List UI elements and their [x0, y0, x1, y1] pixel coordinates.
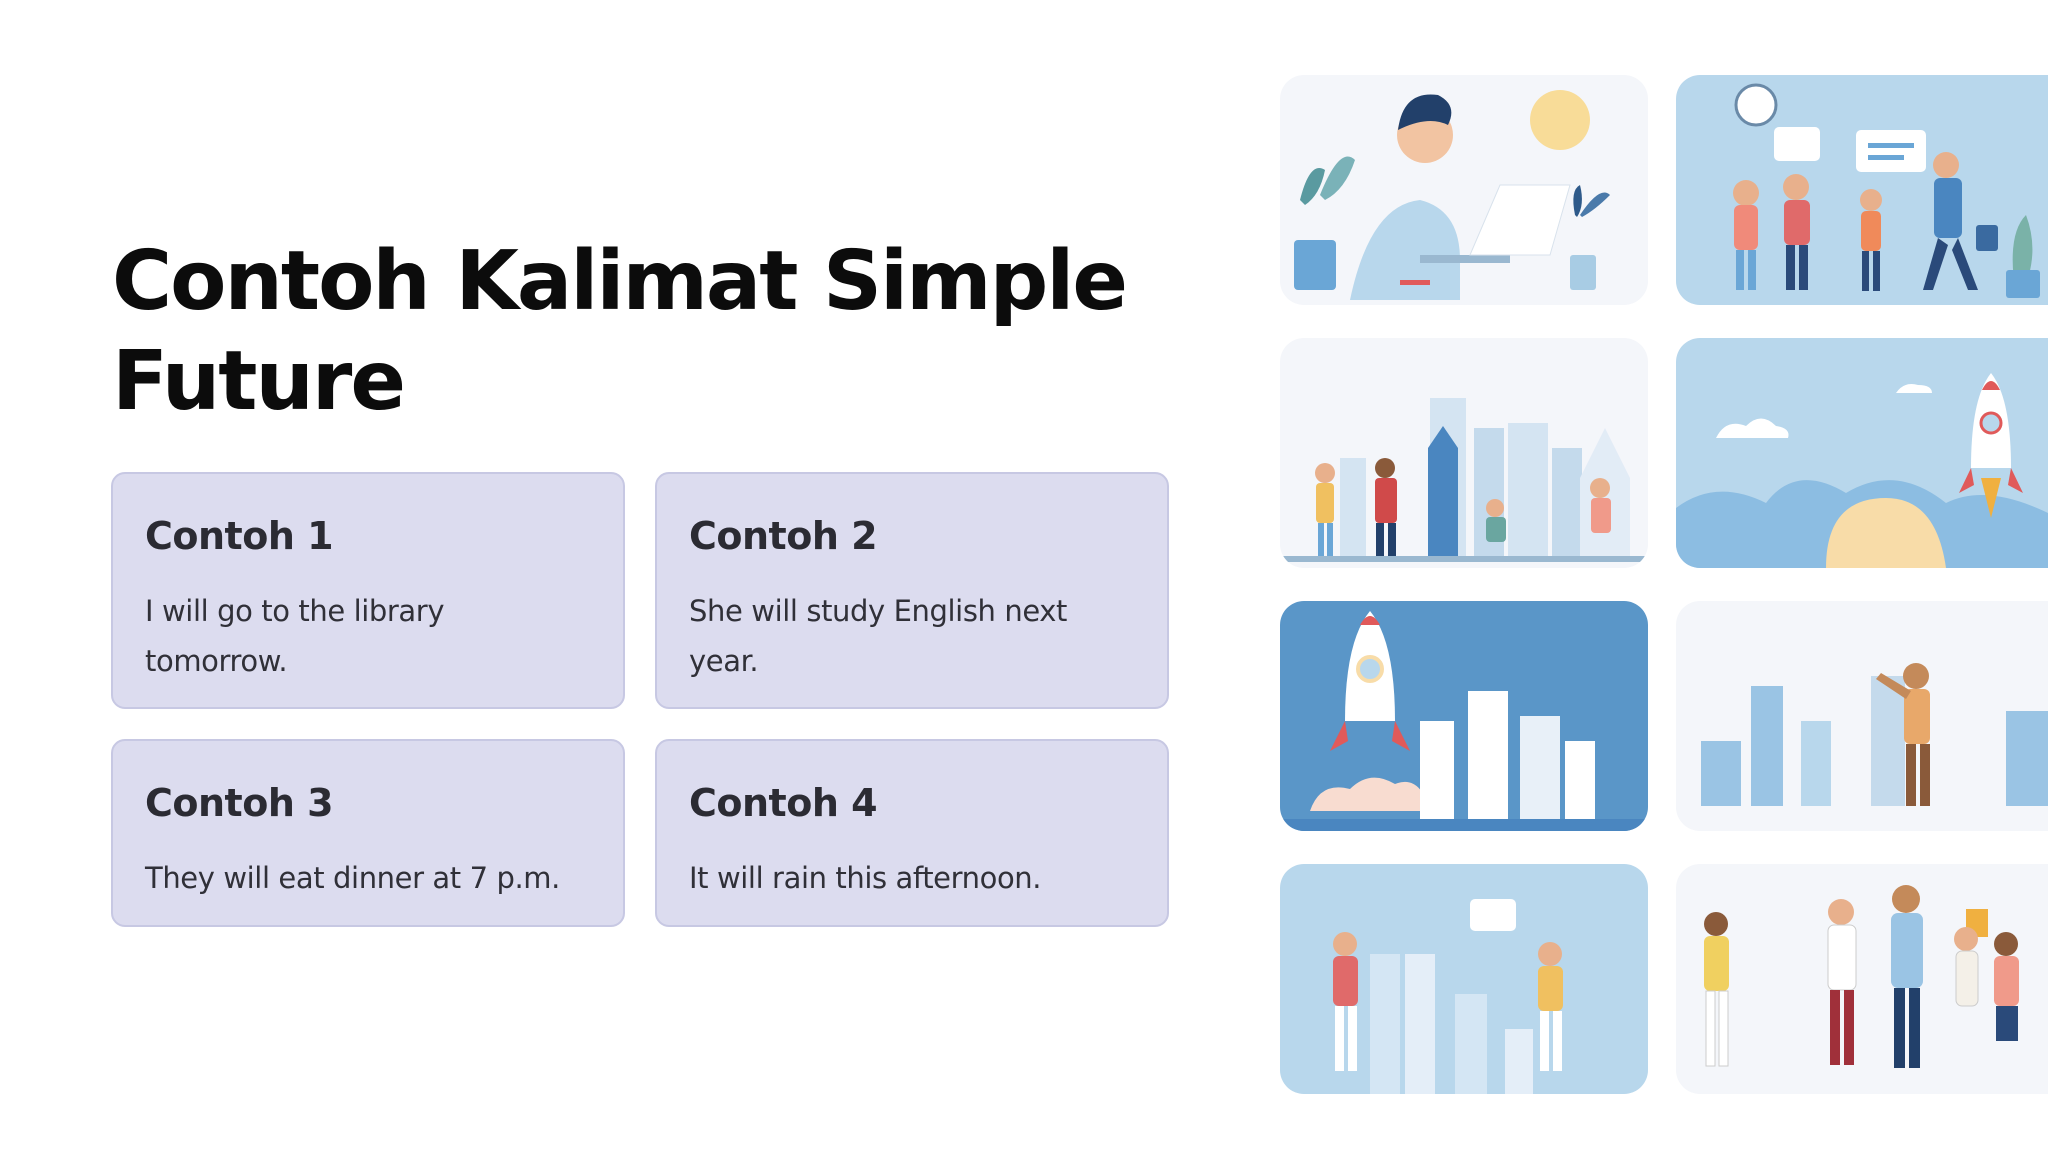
example-card-4: Contoh 4 It will rain this afternoon.: [655, 739, 1169, 927]
man-pointing-city-illustration: [1676, 601, 2048, 831]
slide-title: Contoh Kalimat Simple Future: [112, 234, 1128, 429]
example-card-text: It will rain this afternoon.: [689, 861, 1042, 895]
rocket-sky-illustration: [1676, 338, 2048, 568]
group-chat-illustration: [1676, 75, 2048, 305]
example-card-text: I will go to the library tomorrow.: [145, 594, 445, 678]
example-card-text: They will eat dinner at 7 p.m.: [145, 861, 560, 895]
example-card-1: Contoh 1 I will go to the library tomorr…: [111, 472, 625, 709]
two-people-talking-illustration: [1280, 864, 1648, 1094]
example-card-text: She will study English next year.: [689, 594, 1067, 678]
example-card-heading: Contoh 3: [145, 781, 334, 825]
example-card-heading: Contoh 4: [689, 781, 878, 825]
example-card-2: Contoh 2 She will study English next yea…: [655, 472, 1169, 709]
example-card-heading: Contoh 1: [145, 514, 334, 558]
example-card-3: Contoh 3 They will eat dinner at 7 p.m.: [111, 739, 625, 927]
person-laptop-illustration: [1280, 75, 1648, 305]
people-in-city-illustration: [1280, 338, 1648, 568]
rocket-city-night-illustration: [1280, 601, 1648, 831]
example-card-heading: Contoh 2: [689, 514, 878, 558]
celebrating-group-illustration: [1676, 864, 2048, 1094]
